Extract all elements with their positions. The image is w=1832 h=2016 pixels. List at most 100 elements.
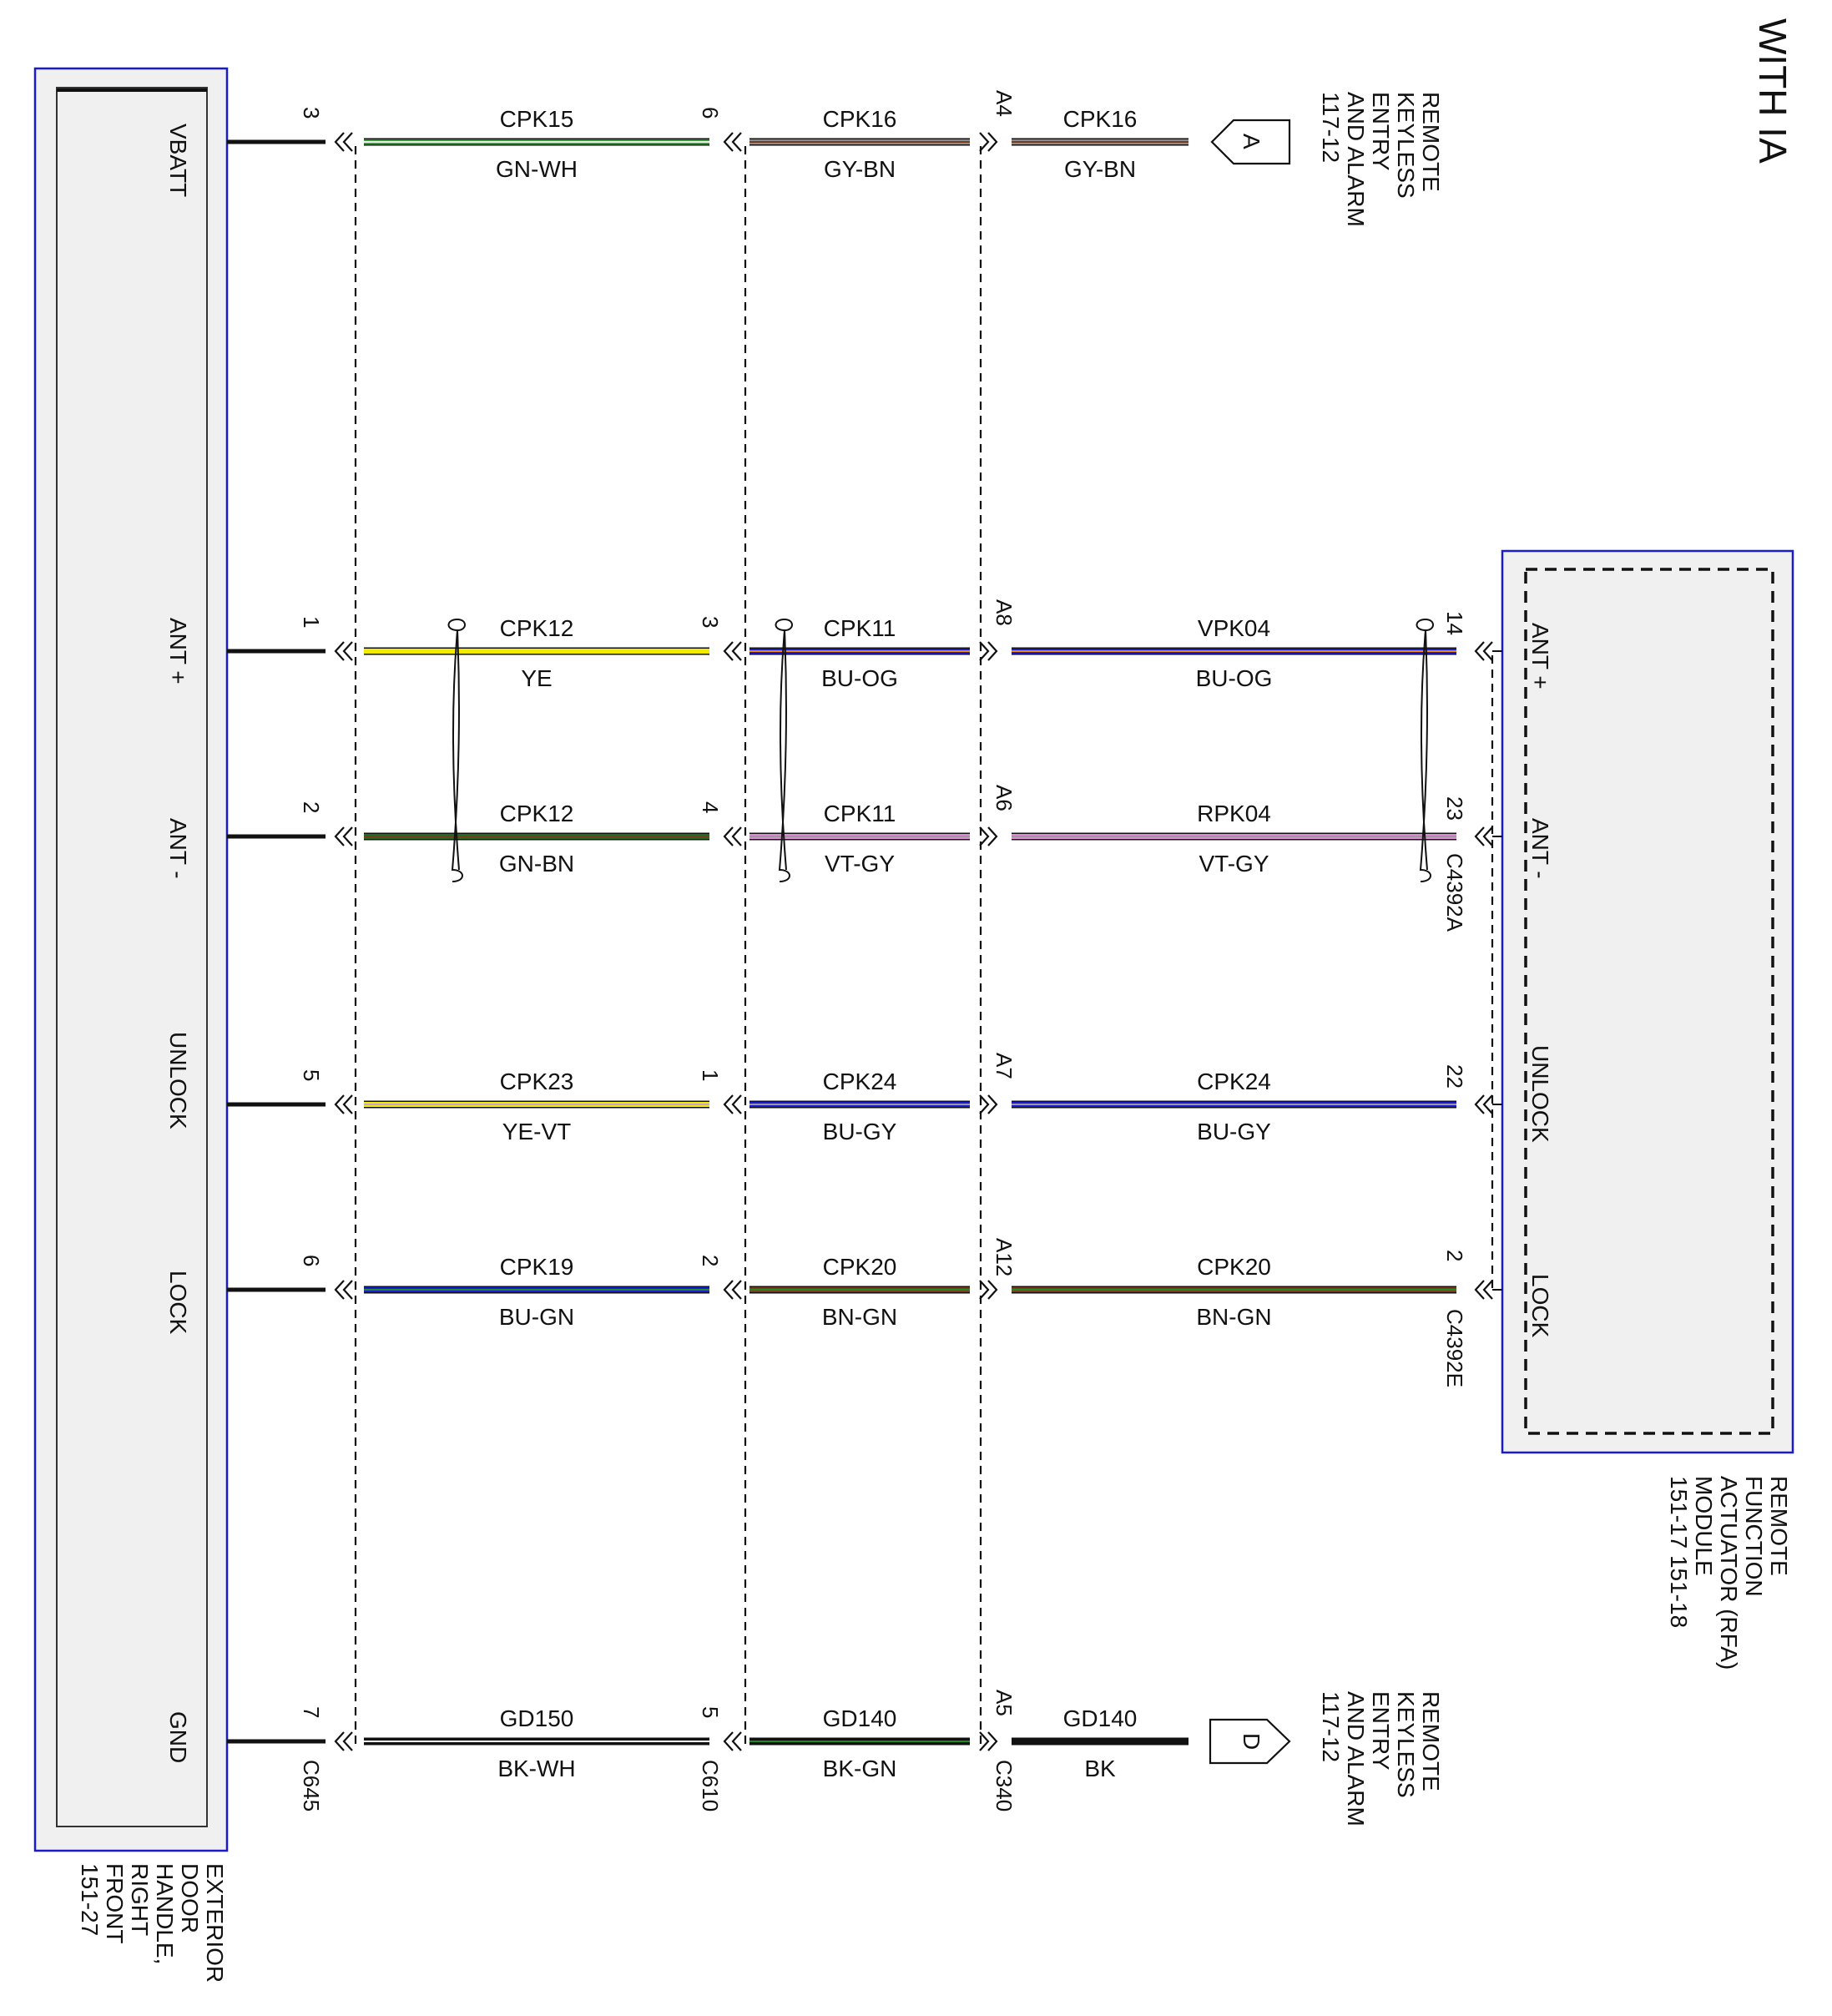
- twist-marker-2b: [779, 619, 793, 871]
- left-name-line: RIGHT: [127, 1863, 153, 1936]
- right-pin-lock: LOCK: [1527, 1274, 1553, 1338]
- pin-number-c645: 2: [299, 801, 324, 813]
- pin-number-c340: A6: [992, 785, 1017, 811]
- connector-c645-terminal: [334, 641, 353, 661]
- pin-number-c645: 1: [299, 616, 324, 628]
- color-code-label: YE: [521, 665, 552, 691]
- twist-marker-3: [1416, 619, 1431, 882]
- right-pin-unlock: UNLOCK: [1527, 1045, 1553, 1143]
- twist-marker-1: [447, 619, 463, 882]
- connector-c610-terminal: [723, 1094, 742, 1114]
- connector-c610-terminal: [723, 132, 742, 152]
- page-reference-text: REMOTE: [1418, 1691, 1444, 1791]
- circuit-label: CPK16: [823, 106, 897, 132]
- circuit-label: CPK12: [500, 615, 574, 641]
- connector-c340: C340: [992, 1760, 1017, 1811]
- left-component-outline: [33, 67, 229, 1852]
- left-name-line: DOOR: [177, 1863, 203, 1933]
- right-name-line: FUNCTION: [1741, 1476, 1767, 1597]
- connector-c340-terminal: [979, 641, 998, 661]
- diagram-title: WITH IA: [1751, 18, 1794, 164]
- page-reference-letter: D: [1239, 1733, 1264, 1750]
- pin-number-rfa: 14: [1442, 611, 1467, 635]
- right-connector-c4392a: C4392A: [1442, 853, 1467, 932]
- circuit-label: GD140: [823, 1705, 897, 1731]
- right-connector-c4392e: C4392E: [1442, 1309, 1467, 1387]
- page-reference-text: AND ALARM: [1343, 92, 1369, 227]
- pin-number-c610: 2: [698, 1255, 723, 1266]
- color-code-label: BU-GY: [1197, 1119, 1271, 1144]
- left-component-inner: [56, 87, 208, 1827]
- color-code-label: BK-GN: [823, 1756, 897, 1781]
- right-name-line: ACTUATOR (RFA): [1716, 1476, 1742, 1670]
- left-pin-lock: LOCK: [165, 1271, 191, 1335]
- left-pin-ant-minus: ANT -: [165, 818, 191, 879]
- rfa-connector-terminal: [1474, 1280, 1493, 1300]
- page-reference-text: 117-12: [1318, 92, 1344, 163]
- right-name-line: REMOTE: [1766, 1476, 1792, 1576]
- pin-number-c645: 6: [299, 1255, 324, 1266]
- circuit-label: CPK24: [823, 1069, 897, 1094]
- connector-c645-terminal: [334, 1094, 353, 1114]
- pin-number-c610: 4: [698, 801, 723, 813]
- pin-number-c340: A8: [992, 599, 1017, 626]
- color-code-label: BU-OG: [1196, 665, 1273, 691]
- left-name-line: FRONT: [102, 1863, 128, 1943]
- left-pin-vbatt: VBATT: [165, 124, 191, 197]
- connector-c340-terminal: [979, 132, 998, 152]
- circuit-label: CPK23: [500, 1069, 574, 1094]
- pin-number-c610: 6: [698, 107, 723, 119]
- circuit-label: CPK11: [824, 801, 896, 826]
- right-pin-ant-minus: ANT -: [1527, 818, 1553, 879]
- page-reference-flag[interactable]: [1209, 1718, 1291, 1765]
- left-pin-unlock: UNLOCK: [165, 1032, 191, 1129]
- left-name-line: EXTERIOR: [202, 1863, 228, 1983]
- left-name-line: HANDLE,: [152, 1863, 178, 1964]
- connector-c645-terminal: [334, 132, 353, 152]
- color-code-label: BU-GY: [823, 1119, 897, 1144]
- connector-c610-terminal: [723, 1280, 742, 1300]
- right-component-outline: [1501, 549, 1794, 1454]
- color-code-label: BN-GN: [1196, 1304, 1271, 1330]
- page-reference-text: ENTRY: [1368, 92, 1394, 171]
- page-reference-text: KEYLESS: [1393, 92, 1419, 199]
- circuit-label: CPK20: [823, 1254, 897, 1280]
- connector-c610: C610: [698, 1760, 723, 1811]
- pin-number-c645: 7: [299, 1706, 324, 1718]
- connector-c610-terminal: [723, 1731, 742, 1751]
- pin-number-rfa: 23: [1442, 796, 1467, 821]
- circuit-label: RPK04: [1197, 801, 1271, 826]
- left-component: VBATT ANT + ANT - UNLOCK LOCK GND EXTERI…: [33, 67, 229, 1983]
- color-code-label: GN-WH: [496, 156, 578, 182]
- page-reference-flag[interactable]: [1210, 119, 1291, 165]
- left-name-line: 151-27: [77, 1863, 103, 1936]
- connector-c645-terminal: [334, 1731, 353, 1751]
- pin-number-c340: A7: [992, 1053, 1017, 1079]
- twisted-pair-markers: [447, 619, 1434, 882]
- page-reference-letter: A: [1239, 134, 1264, 149]
- color-code-label: YE-VT: [502, 1119, 571, 1144]
- right-name-line: 151-17 151-18: [1666, 1476, 1692, 1628]
- circuit-label: CPK20: [1197, 1254, 1271, 1280]
- color-code-label: BU-GN: [499, 1304, 574, 1330]
- right-component: ANT + ANT - UNLOCK LOCK REMOTE FUNCTION …: [1442, 549, 1794, 1670]
- connector-c340-terminal: [979, 826, 998, 846]
- connector-c645-terminal: [334, 1280, 353, 1300]
- connector-c340-terminal: [979, 1280, 998, 1300]
- connector-c340-terminal: [979, 1094, 998, 1114]
- circuit-label: GD140: [1063, 1705, 1138, 1731]
- circuit-label: CPK19: [500, 1254, 574, 1280]
- circuit-label: CPK16: [1063, 106, 1138, 132]
- pin-number-c610: 5: [698, 1706, 723, 1718]
- connector-c610-terminal: [723, 641, 742, 661]
- pin-number-c340: A12: [992, 1238, 1017, 1276]
- right-pin-ant-plus: ANT +: [1527, 623, 1553, 690]
- color-code-label: GY-BN: [1064, 156, 1136, 182]
- pin-number-c645: 3: [299, 107, 324, 119]
- circuit-label: CPK24: [1197, 1069, 1271, 1094]
- color-code-label: VT-GY: [1199, 851, 1269, 877]
- rfa-connector-terminal: [1474, 826, 1493, 846]
- connector-dashes: [354, 146, 1494, 1746]
